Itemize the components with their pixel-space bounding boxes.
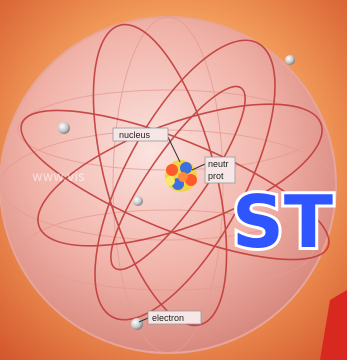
nucleus-label: nucleus — [119, 130, 151, 140]
electron-top-right — [285, 55, 295, 65]
electron-left — [58, 122, 70, 134]
watermark-text: www.vis — [32, 170, 85, 185]
electron-label: electron — [152, 313, 184, 323]
nucleus-cluster — [165, 160, 197, 192]
proton-label: prot — [208, 171, 224, 181]
neutron-label: neutr — [208, 159, 229, 169]
electron-bottom — [131, 318, 143, 330]
electron-center-left — [133, 196, 143, 206]
overlay-title: ST — [232, 180, 333, 264]
